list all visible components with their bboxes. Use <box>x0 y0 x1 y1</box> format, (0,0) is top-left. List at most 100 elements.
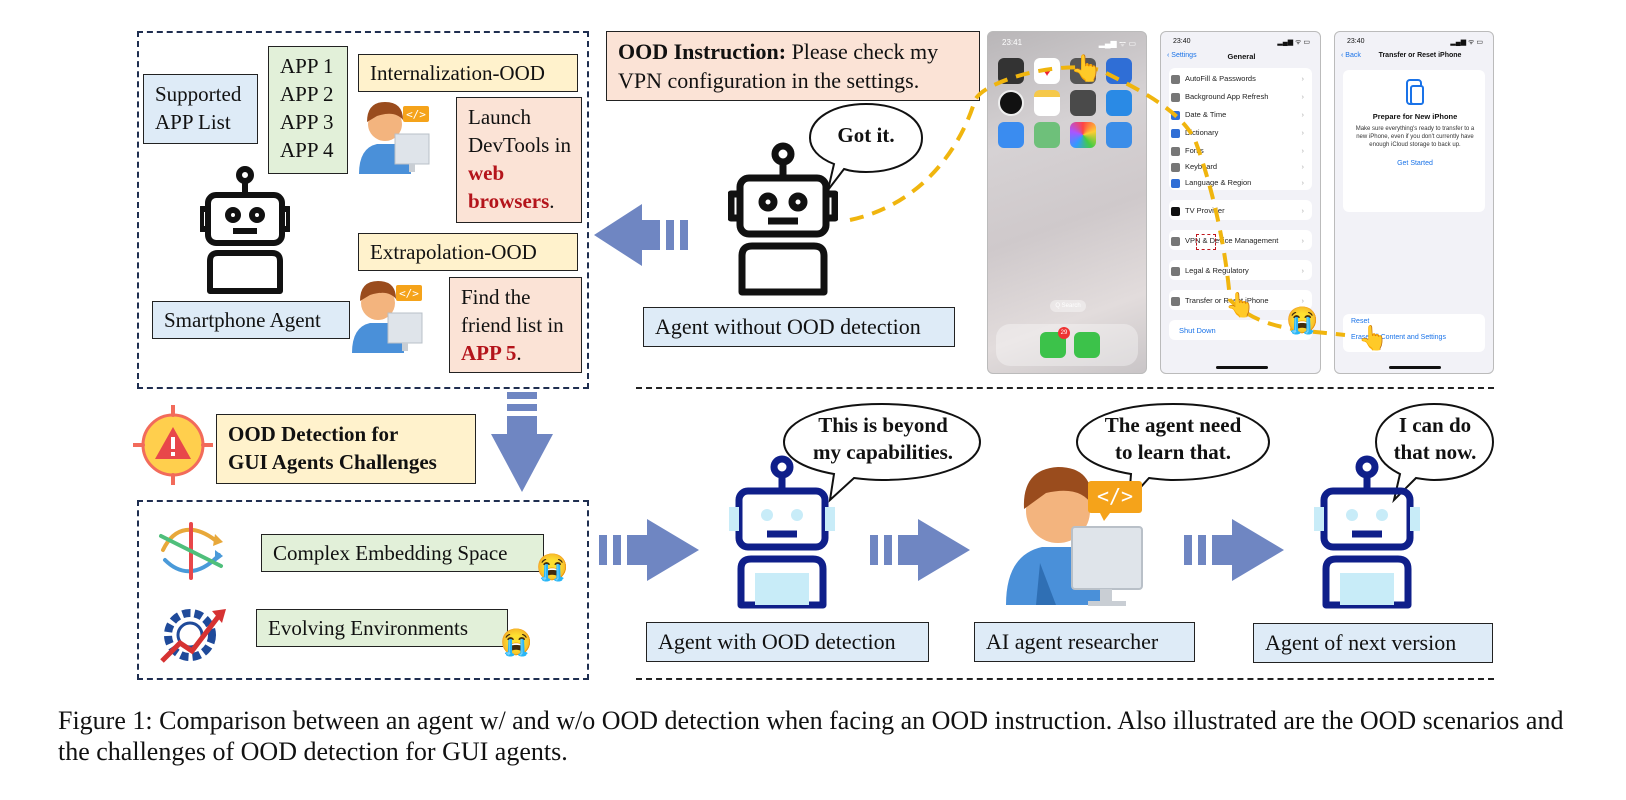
prepare-body: Make sure everything's ready to transfer… <box>1355 126 1475 148</box>
status-time: 23:40 <box>1347 38 1365 45</box>
speech-bubble <box>808 102 924 191</box>
app-icon[interactable] <box>1034 90 1060 116</box>
back-button[interactable]: ‹ Back <box>1341 52 1361 59</box>
figure-caption: Figure 1: Comparison between an agent w/… <box>58 706 1564 766</box>
arrow-right-icon <box>870 519 970 581</box>
app-icon[interactable] <box>1070 90 1096 116</box>
pointing-hand-icon: 👆 <box>1358 326 1388 352</box>
home-search[interactable]: Q Search <box>1050 300 1086 312</box>
reset-option[interactable]: Reset <box>1351 318 1370 325</box>
settings-row[interactable]: Language & Region› <box>1171 174 1310 191</box>
settings-row[interactable]: Transfer or Reset iPhone› <box>1171 292 1310 309</box>
dock: 29 <box>996 324 1138 366</box>
row-icon <box>1171 296 1180 306</box>
transfer-reset-screen: 23:40 ▂▄▆ ᯤ ▭ ‹ Back Transfer or Reset i… <box>1334 31 1494 374</box>
row-icon <box>1171 206 1180 216</box>
next-version-label: Agent of next version <box>1253 623 1493 663</box>
svg-text:</>: </> <box>399 287 419 300</box>
task-card-app-5: Find the friend list in APP 5. <box>449 277 582 373</box>
row-icon <box>1171 266 1180 276</box>
arrow-right-icon <box>599 519 699 581</box>
app-icon[interactable] <box>998 90 1024 116</box>
agent-without-ood-label: Agent without OOD detection <box>643 307 955 347</box>
challenges-panel <box>137 500 589 680</box>
app-icon[interactable] <box>1106 122 1132 148</box>
speech-bubble <box>1374 402 1495 504</box>
robot-icon <box>729 455 835 609</box>
arrow-left-icon <box>594 204 688 266</box>
challenge-complex-embedding: Complex Embedding Space <box>261 534 544 572</box>
evolving-gear-icon <box>160 609 226 663</box>
settings-row[interactable]: Background App Refresh› <box>1171 88 1310 105</box>
shut-down-button[interactable]: Shut Down <box>1179 326 1216 335</box>
app-icon[interactable] <box>998 122 1024 148</box>
supported-app-list-label: Supported APP List <box>143 74 258 144</box>
settings-row[interactable]: AutoFill & Passwords› <box>1171 70 1310 87</box>
settings-group <box>1169 290 1312 310</box>
home-indicator <box>1389 366 1441 369</box>
erase-all-option[interactable]: Erase All Content and Settings <box>1351 334 1446 341</box>
app-icon[interactable] <box>1070 122 1096 148</box>
robot-icon <box>1314 455 1420 609</box>
settings-group <box>1169 68 1312 190</box>
robot-icon <box>728 142 838 296</box>
navigation-path <box>849 65 1346 337</box>
researcher-icon: </> <box>1006 467 1143 606</box>
crying-emoji-icon: 😭 <box>500 628 533 657</box>
reset-group <box>1343 314 1485 352</box>
settings-row-vpn[interactable]: VPN & Device Management› <box>1171 232 1310 249</box>
row-icon <box>1171 128 1180 138</box>
vpn-highlight <box>1196 234 1216 250</box>
back-button[interactable]: ‹ Settings <box>1167 52 1197 59</box>
row-icon <box>1171 92 1180 102</box>
warning-icon <box>133 405 213 485</box>
dashed-separator <box>636 678 1494 680</box>
researcher-bubble-text: The agent need to learn that. <box>1104 413 1242 464</box>
home-screen: 23:41 ▂▄▆ ᯤ ▭ ♥ Q Search 29 <box>987 31 1147 374</box>
challenges-title: OOD Detection for GUI Agents Challenges <box>216 414 476 484</box>
got-it-bubble-text: Got it. <box>837 123 895 147</box>
embedding-arrows-icon <box>159 522 223 580</box>
settings-row[interactable]: Dictionary› <box>1171 124 1310 141</box>
pointing-hand-icon: 👆 <box>1225 293 1255 319</box>
page-title: General <box>1227 52 1256 61</box>
settings-row[interactable]: Keyboard› <box>1171 158 1310 175</box>
app-icon[interactable] <box>1070 58 1096 84</box>
row-icon <box>1171 178 1180 188</box>
ood-scenarios-panel <box>137 31 589 389</box>
status-time: 23:40 <box>1173 38 1191 45</box>
pointing-hand-icon: 👆 <box>1070 54 1103 83</box>
row-icon <box>1171 74 1180 84</box>
app-list-item: APP 3 <box>280 110 334 134</box>
ai-researcher-label: AI agent researcher <box>974 622 1195 662</box>
dashed-separator <box>636 387 1494 389</box>
settings-row[interactable]: TV Provider› <box>1171 202 1310 219</box>
settings-group <box>1169 260 1312 280</box>
home-indicator <box>1216 366 1268 369</box>
messages-app-icon[interactable] <box>1074 332 1100 358</box>
agent-with-bubble-text: This is beyond my capabilities. <box>813 413 953 464</box>
app-icon[interactable] <box>1106 90 1132 116</box>
arrow-down-icon <box>491 392 553 492</box>
app-icon[interactable] <box>1106 58 1132 84</box>
app-list-item: APP 4 <box>280 138 334 162</box>
settings-row[interactable]: Legal & Regulatory› <box>1171 262 1310 279</box>
extrapolation-ood-label: Extrapolation-OOD <box>358 233 578 271</box>
smartphone-agent-label: Smartphone Agent <box>152 301 350 339</box>
ood-instruction-box: OOD Instruction: Please check my VPN con… <box>606 31 980 101</box>
app-icon[interactable] <box>1034 122 1060 148</box>
notification-badge: 29 <box>1058 327 1070 339</box>
status-icons: ▂▄▆ ᯤ ▭ <box>1277 39 1310 46</box>
settings-group <box>1169 230 1312 250</box>
row-icon <box>1171 146 1180 156</box>
app-list-item: APP 1 <box>280 54 334 78</box>
row-icon <box>1171 236 1180 246</box>
get-started-link[interactable]: Get Started <box>1397 160 1433 167</box>
status-icons: ▂▄▆ ᯤ ▭ <box>1098 39 1136 48</box>
crying-emoji-icon: 😭 <box>536 553 569 582</box>
settings-group <box>1169 200 1312 220</box>
arrow-right-icon <box>1184 519 1284 581</box>
app-list-item: APP 2 <box>280 82 334 106</box>
agent-with-ood-label: Agent with OOD detection <box>646 622 929 662</box>
settings-row[interactable]: Fonts› <box>1171 142 1310 159</box>
